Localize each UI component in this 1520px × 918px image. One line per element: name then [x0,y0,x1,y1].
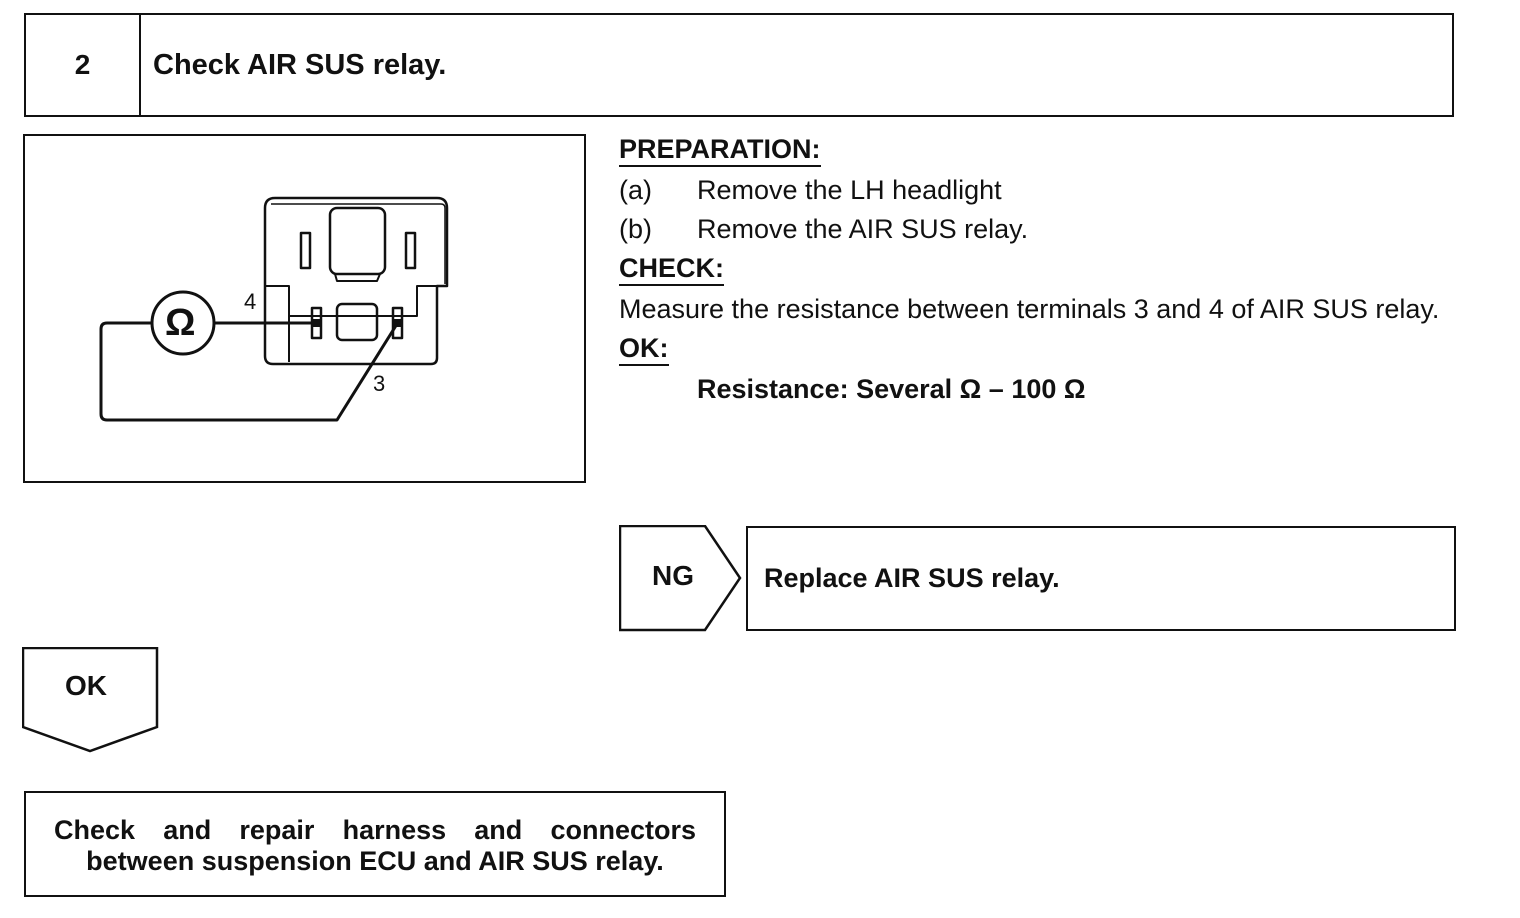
instructions: PREPARATION: (a) Remove the LH headlight… [619,130,1499,409]
ok-label: OK [65,670,107,701]
step-header: 2 Check AIR SUS relay. [24,13,1454,117]
preparation-heading: PREPARATION: [619,134,821,167]
item-label: (b) [619,214,652,244]
step-title: Check AIR SUS relay. [153,48,447,81]
step-number: 2 [26,15,141,115]
terminal-3-label: 3 [373,371,386,396]
ng-label: NG [652,560,694,591]
ok-action: Check and repair harness and connectors … [24,791,726,897]
check-heading: CHECK: [619,253,724,286]
resistance-spec: Resistance: Several Ω – 100 Ω [697,374,1086,404]
relay-diagram: Ω 4 3 [23,134,586,483]
ohmmeter-icon [150,290,216,356]
ohm-symbol: Ω [165,302,196,344]
terminal-4-label: 4 [244,289,257,314]
preparation-item-b: (b) Remove the AIR SUS relay. [619,210,1499,249]
ng-action: Replace AIR SUS relay. [746,526,1456,631]
relay-connector-illustration [99,196,449,422]
item-label: (a) [619,175,652,205]
check-text: Measure the resistance between terminals… [619,294,1440,324]
preparation-item-a: (a) Remove the LH headlight [619,171,1499,210]
item-text: Remove the LH headlight [697,175,1002,205]
ok-spec-heading: OK: [619,333,669,366]
item-text: Remove the AIR SUS relay. [697,214,1029,244]
ok-arrow-box [22,647,159,753]
ng-arrow-box [619,525,742,632]
